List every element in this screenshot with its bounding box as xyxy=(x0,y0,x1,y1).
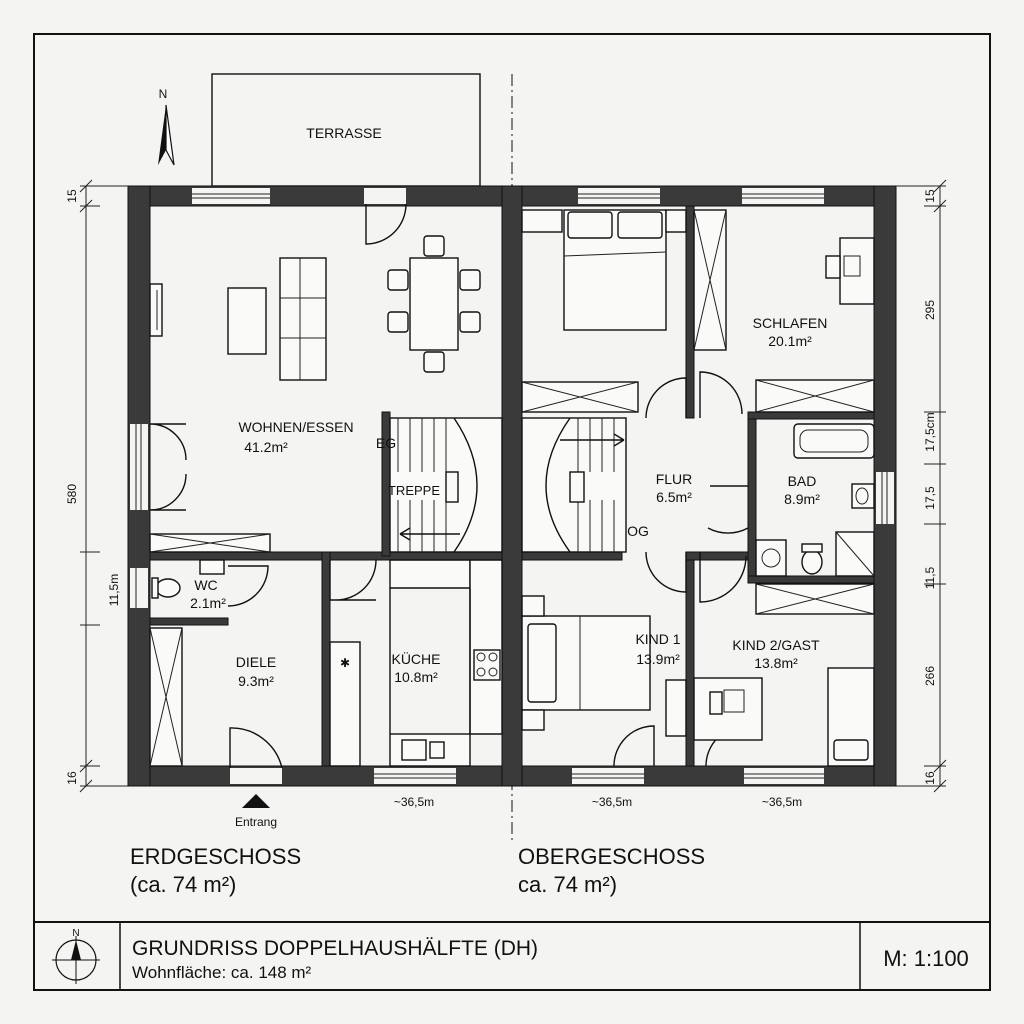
room-area-diele: 9.3m² xyxy=(238,673,274,689)
compass-icon xyxy=(52,936,100,984)
dim-right-295: 295 xyxy=(923,300,937,320)
room-name-diele: DIELE xyxy=(236,654,276,670)
floor-title-eg: ERDGESCHOSS xyxy=(130,844,301,869)
room-name-kind2: KIND 2/GAST xyxy=(732,637,820,653)
room-area-schlafen: 20.1m² xyxy=(768,333,812,349)
stair-label-og: OG xyxy=(627,523,649,539)
building-walls xyxy=(127,185,897,787)
room-name-schlafen: SCHLAFEN xyxy=(753,315,828,331)
stair-label-eg: EG xyxy=(376,435,396,451)
terrace-label: TERRASSE xyxy=(306,125,381,141)
room-area-kind1: 13.9m² xyxy=(636,651,680,667)
dim-right-175: 17,5 xyxy=(923,486,937,510)
dim-right-15: 15 xyxy=(923,189,937,203)
room-name-wc: WC xyxy=(194,577,217,593)
room-area-kueche: 10.8m² xyxy=(394,669,438,685)
title-block-subtitle: Wohnfläche: ca. 148 m² xyxy=(132,963,312,982)
title-block-north: N xyxy=(72,928,79,939)
stair-label-treppe: TREPPE xyxy=(388,483,440,498)
dim-left-15: 15 xyxy=(65,189,79,203)
floor-area-eg: (ca. 74 m²) xyxy=(130,872,236,897)
room-area-flur: 6.5m² xyxy=(656,489,692,505)
dim-left-16: 16 xyxy=(65,771,79,785)
room-name-bad: BAD xyxy=(788,473,817,489)
north-label: N xyxy=(159,87,168,101)
title-block-scale: M: 1:100 xyxy=(883,946,969,971)
sheet-frame xyxy=(33,33,991,991)
entrance-arrow-icon xyxy=(242,794,270,808)
dim-left-115: 11,5m xyxy=(107,574,121,606)
room-name-kueche: KÜCHE xyxy=(391,650,440,667)
furniture-ground-floor: ✱ xyxy=(149,235,503,767)
dim-right-115: 11,5 xyxy=(923,566,937,589)
room-area-bad: 8.9m² xyxy=(784,491,820,507)
room-area-wc: 2.1m² xyxy=(190,595,226,611)
dim-bottom-2: ~36,5m xyxy=(592,795,632,809)
room-name-wohnen: WOHNEN/ESSEN xyxy=(238,419,353,435)
dim-right-175cm: 17,5cm xyxy=(923,412,937,451)
svg-text:✱: ✱ xyxy=(340,656,350,670)
doors xyxy=(149,188,749,784)
room-name-kind1: KIND 1 xyxy=(635,631,680,647)
north-arrow-icon xyxy=(158,104,175,166)
dim-right-16: 16 xyxy=(923,771,937,785)
dim-right-266: 266 xyxy=(923,666,937,686)
entrance-label: Entrang xyxy=(235,815,277,829)
title-block-title: GRUNDRISS DOPPELHAUSHÄLFTE (DH) xyxy=(132,937,538,960)
dim-left-580: 580 xyxy=(65,484,79,504)
dimension-lines xyxy=(79,179,947,793)
dim-bottom-3: ~36,5m xyxy=(762,795,802,809)
room-area-kind2: 13.8m² xyxy=(754,655,798,671)
dim-bottom-1: ~36,5m xyxy=(394,795,434,809)
windows xyxy=(130,188,894,784)
furniture-upper-floor xyxy=(521,209,875,767)
room-area-wohnen: 41.2m² xyxy=(244,439,288,455)
floor-title-og: OBERGESCHOSS xyxy=(518,844,705,869)
room-name-flur: FLUR xyxy=(656,471,693,487)
floor-area-og: ca. 74 m²) xyxy=(518,872,617,897)
